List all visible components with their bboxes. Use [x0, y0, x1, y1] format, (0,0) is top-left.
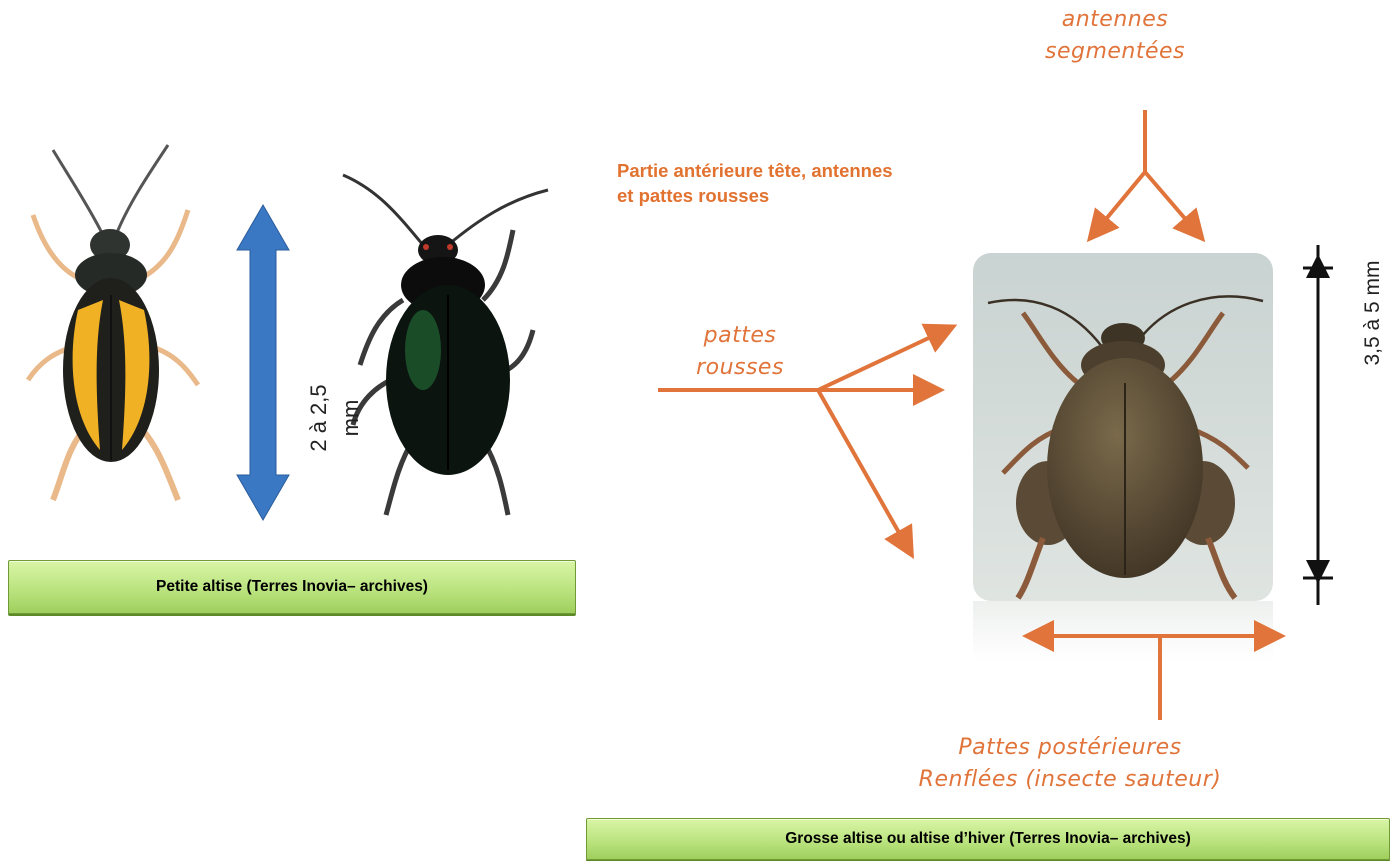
large-beetle-caption: Grosse altise ou altise d’hiver (Terres …	[586, 818, 1390, 860]
hind-legs-arrow	[1030, 636, 1278, 720]
size-dimension-line	[1303, 245, 1333, 605]
antennae-arrow	[1092, 110, 1200, 236]
legs-arrow	[658, 328, 950, 552]
large-size-label: 3,5 à 5 mm	[1357, 243, 1389, 383]
